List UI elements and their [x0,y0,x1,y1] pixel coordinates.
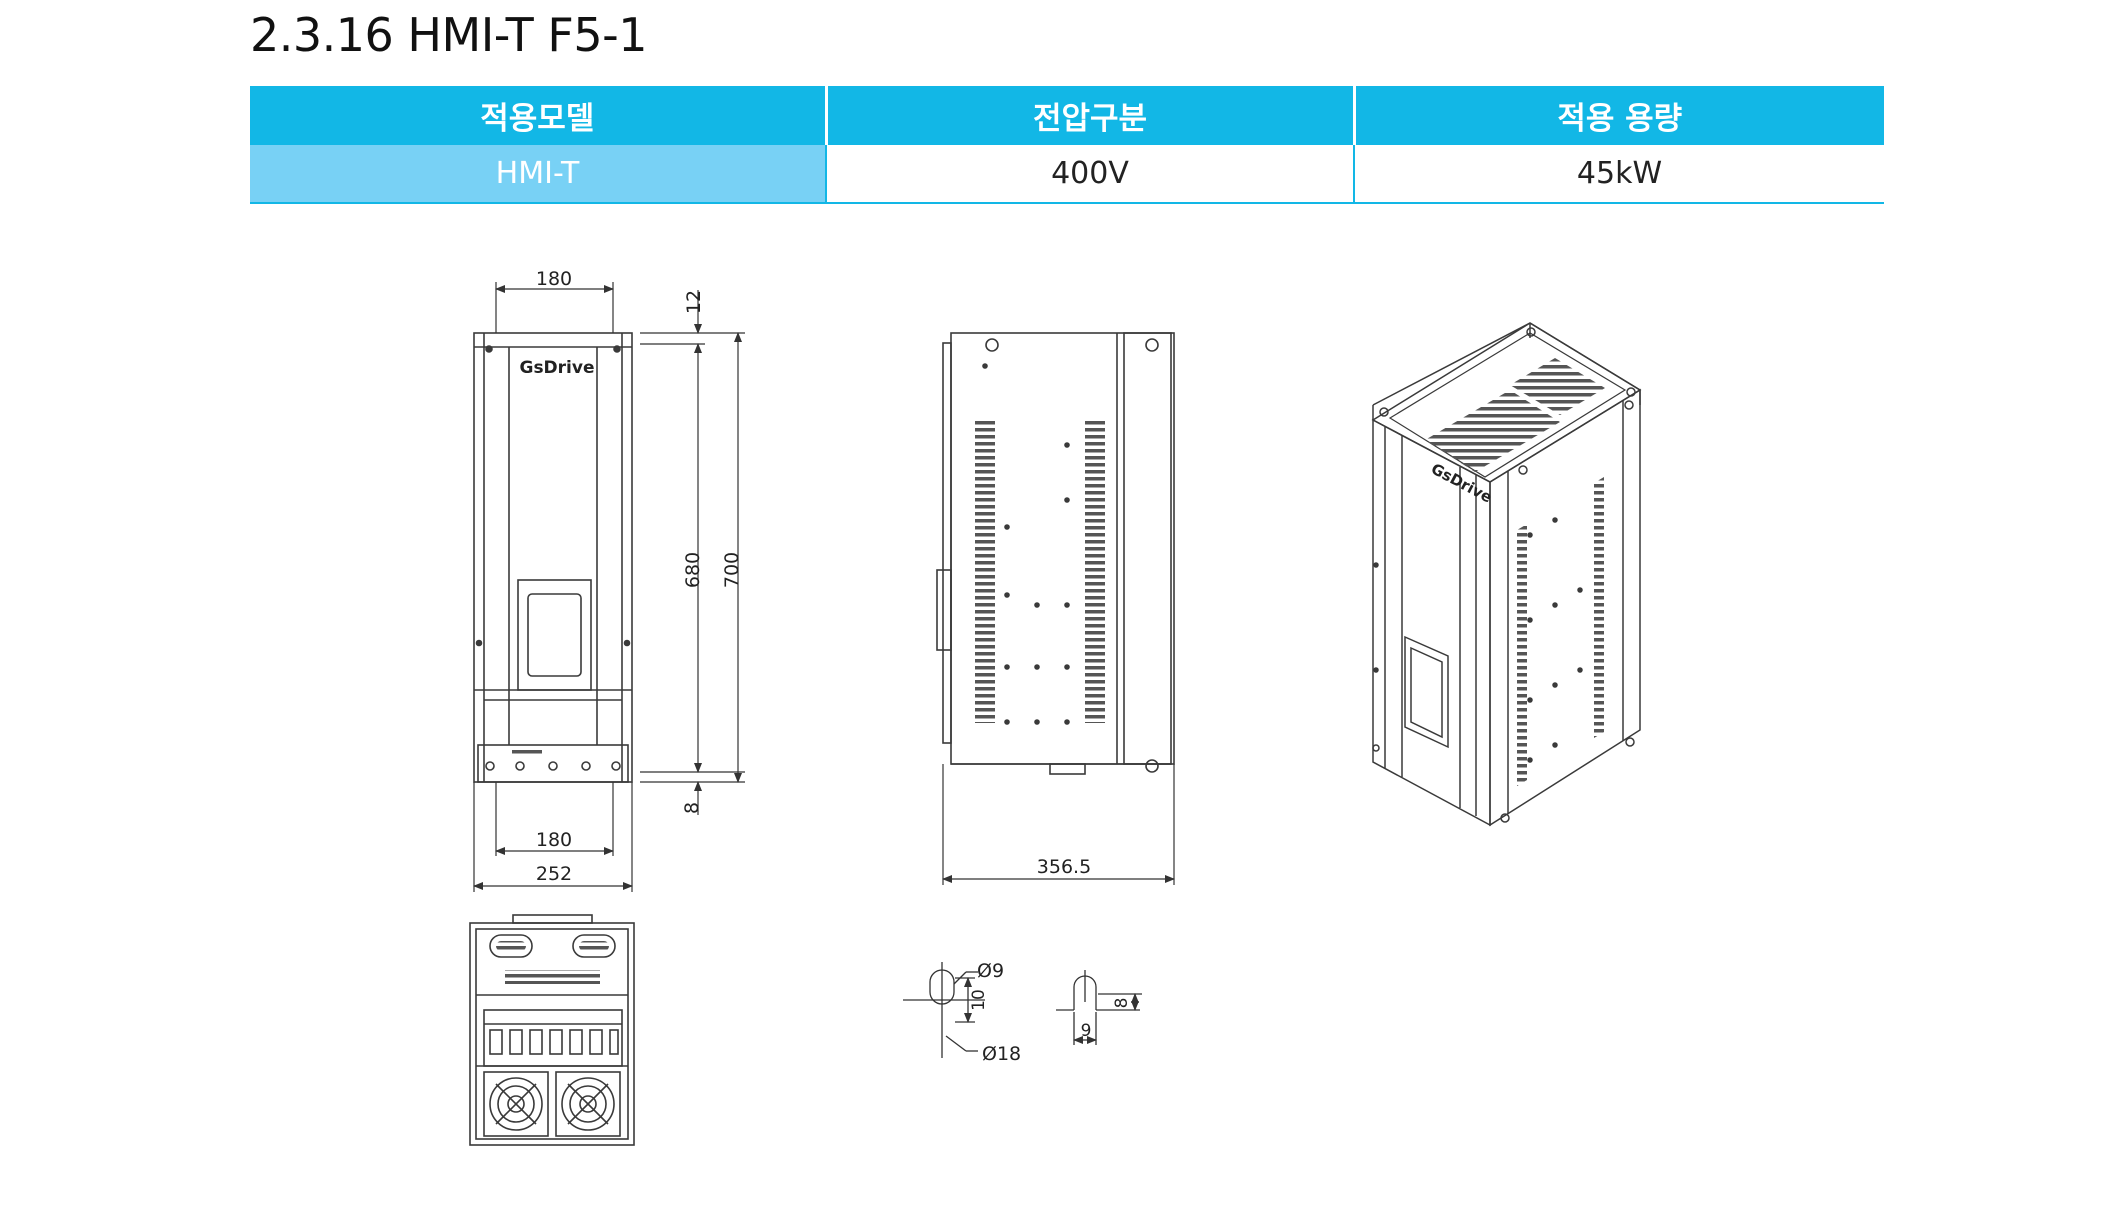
side-dimension [942,764,1175,885]
cell-capacity: 45kW [1354,145,1884,204]
spec-table: 적용모델 전압구분 적용 용량 HMI-T 400V 45kW [250,86,1884,204]
front-view [473,332,633,783]
iso-view [1371,322,1642,827]
hole-dia-small: Ø9 [977,960,1004,982]
header-voltage: 전압구분 [826,86,1356,145]
header-capacity: 적용 용량 [1354,86,1884,145]
front-logo: GsDrive [519,358,594,378]
cell-voltage: 400V [826,145,1355,204]
slot-detail [1056,970,1142,1045]
dim-bottom-gap: 8 [681,802,703,814]
hole-detail [903,962,985,1058]
hole-dim-height: 10 [969,989,989,1011]
cell-model: HMI-T [250,145,827,204]
table-header-row: 적용모델 전압구분 적용 용량 [250,86,1884,145]
dim-total-height: 700 [721,552,743,588]
hole-dia-large: Ø18 [982,1043,1021,1065]
dim-inner-height: 680 [682,552,704,588]
side-view [936,332,1175,775]
dim-top-width: 180 [536,268,572,290]
slot-dim-height: 8 [1112,998,1132,1009]
dim-top-gap: 12 [683,290,705,314]
bottom-view [469,914,635,1146]
front-dimensions [473,282,745,892]
iso-vents [1425,358,1605,786]
slot-dim-width: 9 [1081,1021,1092,1041]
header-model: 적용모델 [250,86,828,145]
dim-bottom-inner: 180 [536,829,572,851]
dim-depth: 356.5 [1037,856,1091,878]
dim-bottom-total: 252 [536,863,572,885]
page-title: 2.3.16 HMI-T F5-1 [250,8,647,62]
table-row: HMI-T 400V 45kW [250,145,1884,204]
